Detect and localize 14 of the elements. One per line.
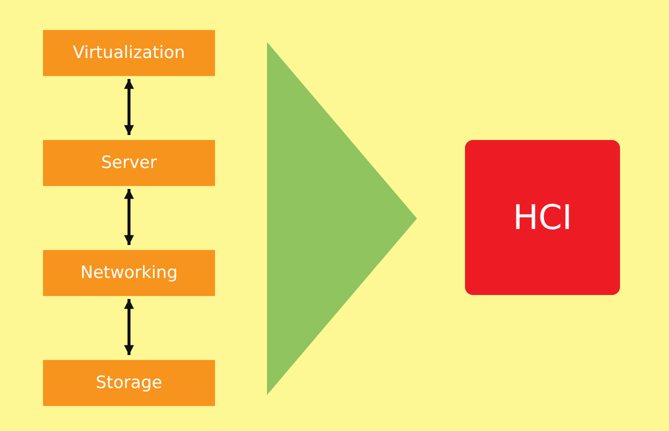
double-arrow (124, 79, 134, 135)
triangle-shape (267, 42, 417, 395)
layer-box (43, 30, 215, 76)
box-label: HCI (512, 198, 572, 238)
layer-box (43, 360, 215, 406)
result-box (465, 140, 620, 295)
box-label: Networking (80, 263, 178, 283)
double-arrow (124, 299, 134, 355)
box-label: Storage (96, 373, 162, 393)
layer-box (43, 140, 215, 186)
layer-box (43, 250, 215, 296)
double-arrow (124, 189, 134, 245)
box-label: Virtualization (72, 43, 186, 63)
box-label: Server (101, 153, 157, 173)
